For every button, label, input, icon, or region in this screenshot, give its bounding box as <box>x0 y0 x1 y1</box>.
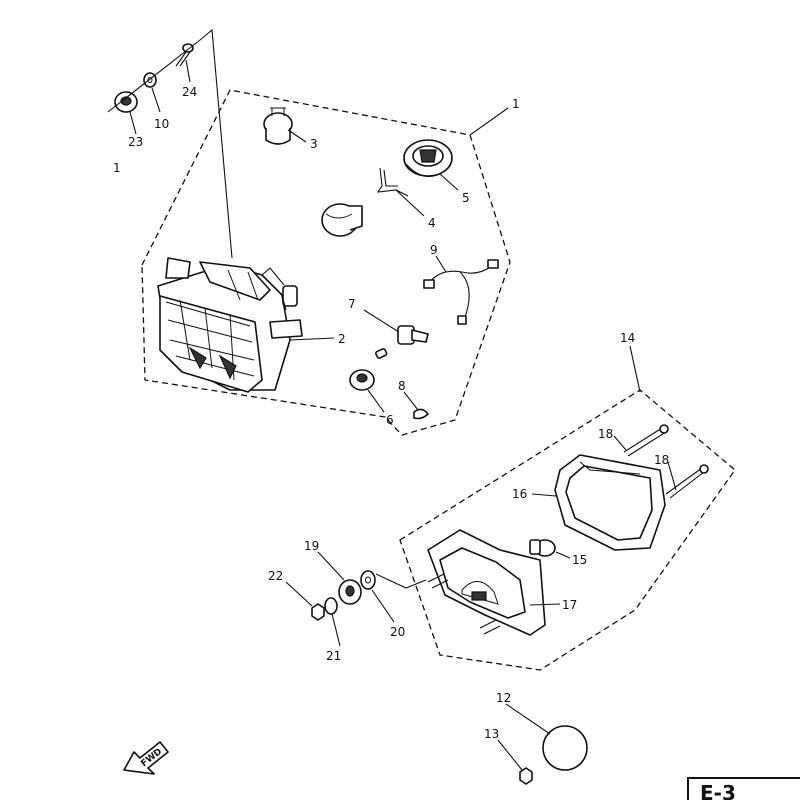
leader-15 <box>555 551 571 559</box>
washer-10 <box>143 72 157 88</box>
leader-8 <box>403 391 419 411</box>
tail-bulb-15 <box>529 539 556 557</box>
leader-19 <box>317 551 345 581</box>
label-22: 22 <box>268 569 283 583</box>
washer-20 <box>360 570 376 590</box>
screw-18a <box>623 424 669 457</box>
label-14: 14 <box>620 331 635 345</box>
taillight-housing-17 <box>427 529 546 636</box>
leader-6 <box>367 389 385 413</box>
leader-10 <box>151 87 161 113</box>
leader-12 <box>505 703 551 735</box>
label-13: 13 <box>484 727 499 741</box>
nut-13 <box>519 767 533 785</box>
leader-20 <box>371 589 395 623</box>
leader-13 <box>497 739 523 771</box>
wire-harness-9 <box>423 259 499 325</box>
page-code: E-3 <box>700 781 736 800</box>
leader-3 <box>287 129 307 143</box>
leader-5 <box>439 173 459 191</box>
taillight-lens-16 <box>554 454 666 551</box>
fwd-arrow-icon: FWD <box>123 741 169 775</box>
assembly-leader-19-22 <box>375 573 427 589</box>
leader-9 <box>435 255 447 273</box>
leader-2 <box>289 337 335 341</box>
label-17: 17 <box>562 598 577 612</box>
grommet-6 <box>349 369 375 391</box>
leader-16 <box>531 493 557 497</box>
label-16: 16 <box>512 487 527 501</box>
label-4: 4 <box>428 216 436 230</box>
headlight-group-outline <box>141 89 511 436</box>
label-18-upper: 18 <box>598 427 613 441</box>
leader-1 <box>469 107 509 136</box>
label-5: 5 <box>462 191 470 205</box>
label-10: 10 <box>154 117 169 131</box>
label-6: 6 <box>386 413 394 427</box>
label-12: 12 <box>496 691 511 705</box>
label-9: 9 <box>430 243 438 257</box>
label-24: 24 <box>182 85 197 99</box>
label-23: 23 <box>128 135 143 149</box>
clip-8 <box>413 408 429 420</box>
wire-clip-4 <box>376 167 409 197</box>
headlight-body <box>157 257 303 393</box>
label-3: 3 <box>310 137 318 151</box>
leader-23 <box>129 111 137 135</box>
label-8: 8 <box>398 379 406 393</box>
grommet-23 <box>114 91 138 113</box>
leader-21 <box>331 613 341 647</box>
screw-24 <box>175 43 194 67</box>
bulb-socket-3 <box>263 107 293 145</box>
leader-22 <box>285 581 313 607</box>
rubber-cover-5 <box>403 139 453 177</box>
headlight-bulb <box>321 203 363 237</box>
leader-17 <box>529 603 561 606</box>
label-7: 7 <box>348 297 356 311</box>
label-15: 15 <box>572 553 587 567</box>
washer-21 <box>324 597 338 615</box>
reflector-12 <box>542 725 588 771</box>
grommet-19 <box>338 579 362 605</box>
leader-18a <box>613 435 627 451</box>
label-1-left: 1 <box>113 161 121 175</box>
leader-14 <box>629 345 641 393</box>
label-20: 20 <box>390 625 405 639</box>
leader-4 <box>395 189 425 217</box>
label-2: 2 <box>338 332 346 346</box>
page-code-box: E-3 <box>687 777 800 800</box>
nut-22 <box>311 603 325 621</box>
label-19: 19 <box>304 539 319 553</box>
leader-18b <box>667 461 677 491</box>
adjuster-screw-7 <box>363 309 429 359</box>
taillight-group-outline <box>399 389 736 671</box>
label-18-lower: 18 <box>654 453 669 467</box>
leader-24 <box>185 59 191 83</box>
label-1: 1 <box>512 97 520 111</box>
assembly-leader-23-24 <box>107 28 233 259</box>
screw-18b <box>665 464 709 499</box>
label-21: 21 <box>326 649 341 663</box>
